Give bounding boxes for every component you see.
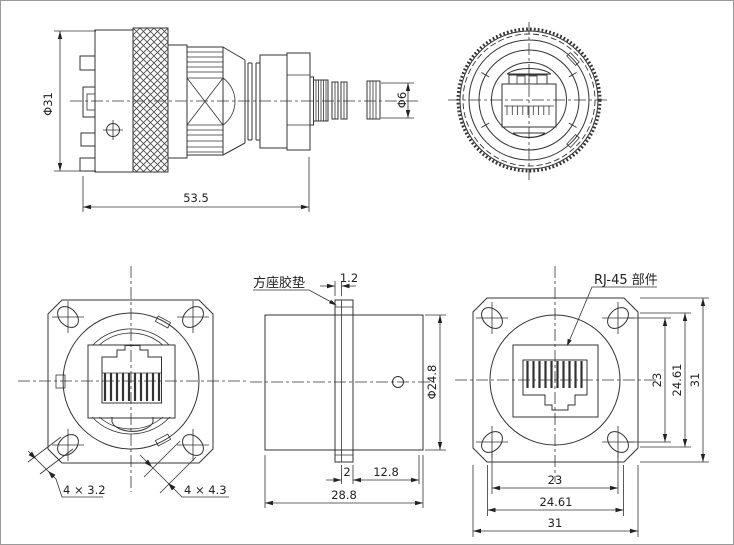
callout-holes-3-2: 4 × 3.2 (27, 436, 106, 498)
dimension-1-2: 1.2 (320, 271, 358, 296)
dimension-2-and-12-8: 2 12.8 (326, 455, 420, 484)
dim-text-phi6: Φ6 (395, 92, 409, 108)
square-flange-2 (472, 297, 639, 463)
gasket-label-text: 方座胶垫 (253, 275, 305, 291)
dimension-bottom-24-61: 24.61 (487, 465, 624, 516)
plug-front-view (448, 22, 610, 180)
dim-text-28-8: 28.8 (331, 488, 357, 502)
receptacle-front-view: RJ-45 部件 23 24.61 31 23 (455, 266, 709, 537)
dim-text-h24-61: 24.61 (540, 495, 573, 509)
dim-text-phi24-8: Φ24.8 (425, 365, 439, 400)
cable-boot (313, 79, 381, 122)
rj45-label: RJ-45 部件 (567, 273, 658, 346)
dimension-right-23: 23 (628, 317, 671, 443)
dim-text-v23: 23 (650, 373, 664, 388)
dim-text-12-8: 12.8 (373, 465, 399, 479)
rj45-jack-face (87, 344, 176, 419)
flange-front-view: 4 × 3.2 4 × 4.3 (18, 266, 246, 498)
rj45-label-text: RJ-45 部件 (594, 273, 658, 288)
dimension-bottom-23: 23 (491, 453, 619, 494)
dimension-53-5: 53.5 (82, 157, 310, 212)
gasket-label: 方座胶垫 (253, 275, 337, 306)
dim-text-2: 2 (343, 465, 350, 479)
mounting-holes-2 (476, 302, 634, 458)
square-flange (47, 299, 214, 464)
dim-text-v24-61: 24.61 (670, 364, 684, 397)
bayonet-ticks (481, 72, 577, 128)
dimension-28-8: 28.8 (264, 455, 424, 508)
screw-mark (103, 120, 123, 140)
receptacle-body (264, 314, 424, 451)
dimension-phi6: Φ6 (381, 82, 414, 119)
ribbed-body (186, 46, 236, 156)
knurled-ring (456, 27, 602, 173)
dimension-bottom-31: 31 (472, 465, 639, 537)
dim-text-v31: 31 (688, 373, 702, 388)
rj45-plug-face (501, 68, 557, 138)
callout-holes-4-3: 4 × 4.3 (139, 440, 229, 498)
flange-gasket (334, 299, 354, 463)
dim-text-h31: 31 (548, 516, 563, 530)
mounting-holes (52, 301, 209, 461)
rj45-jack-face-2 (512, 344, 599, 418)
dim-text-phi31: Φ31 (41, 92, 55, 116)
callout-text-4-3: 4 × 4.3 (184, 483, 227, 497)
plug-side-view: Φ31 Φ6 53.5 (41, 27, 420, 212)
dimension-right-31: 31 (640, 297, 709, 463)
dimension-right-24-61: 24.61 (640, 312, 691, 448)
callout-text-3-2: 4 × 3.2 (63, 483, 106, 497)
dimension-phi24-8: Φ24.8 (425, 314, 446, 451)
knurled-nut (132, 27, 169, 173)
dim-text-h23: 23 (548, 473, 563, 487)
dim-text-1-2: 1.2 (340, 271, 358, 285)
flange-side-view: 方座胶垫 1.2 Φ24.8 2 12.8 (250, 271, 446, 508)
dim-text-53-5: 53.5 (183, 191, 209, 205)
dimension-phi31: Φ31 (41, 30, 96, 172)
